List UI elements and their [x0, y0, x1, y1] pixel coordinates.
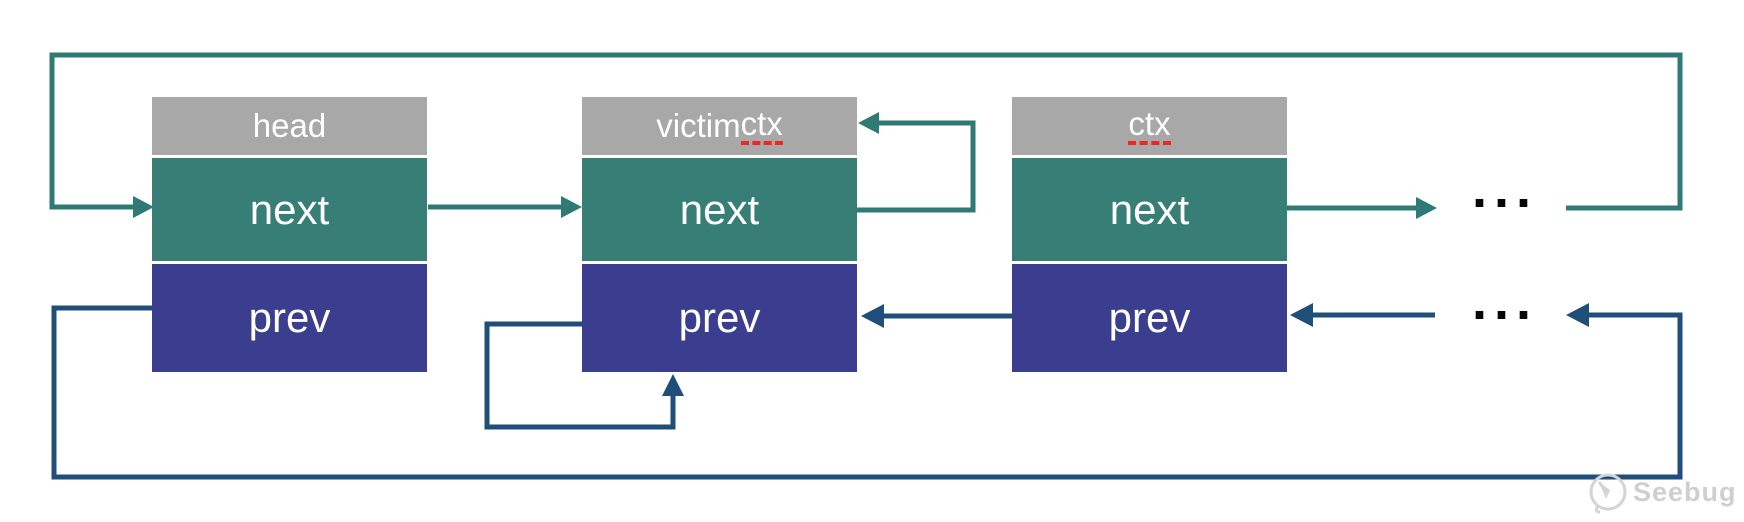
- node-ctx-title-marked: ctx: [1128, 107, 1171, 145]
- ellipsis-more-nodes-next: ...: [1472, 159, 1539, 219]
- ellipsis-more-nodes-prev: ...: [1472, 271, 1539, 331]
- node-victim-ctx-next-field: next: [582, 158, 857, 261]
- node-victim-ctx-title: victim ctx: [582, 97, 857, 155]
- arrow-head-prev-to-last-node: [51, 303, 1683, 480]
- arrow-victim-next-to-victim-header: [857, 112, 976, 213]
- node-head-title-text: head: [252, 107, 327, 144]
- node-ctx-next-field: next: [1012, 158, 1287, 261]
- node-victim-ctx-prev-field: prev: [582, 264, 857, 372]
- node-ctx-prev-field: prev: [1012, 264, 1287, 372]
- node-victim-ctx: victim ctx next prev: [582, 97, 857, 372]
- seebug-watermark: Seebug: [1586, 468, 1737, 516]
- seebug-watermark-label: Seebug: [1633, 476, 1737, 507]
- node-head-prev-field: prev: [152, 264, 427, 372]
- arrow-head-next-to-victim-next: [428, 196, 582, 218]
- arrow-more-nodes-to-ctx-prev: [1290, 303, 1435, 327]
- node-ctx: ctx next prev: [1012, 97, 1287, 372]
- node-head-title: head: [152, 97, 427, 155]
- node-head: head next prev: [152, 97, 427, 372]
- node-ctx-title: ctx: [1012, 97, 1287, 155]
- node-head-next-field: next: [152, 158, 427, 261]
- arrow-last-node-to-head-next: [49, 52, 1683, 218]
- arrow-ctx-next-to-more-nodes: [1287, 197, 1437, 219]
- arrow-ctx-prev-to-victim-prev: [861, 304, 1012, 328]
- seebug-logo-icon: [1589, 473, 1627, 514]
- arrow-victim-prev-self-loop: [484, 321, 684, 430]
- node-victim-ctx-title-text: victim: [656, 107, 741, 144]
- node-victim-ctx-title-marked: ctx: [740, 107, 783, 145]
